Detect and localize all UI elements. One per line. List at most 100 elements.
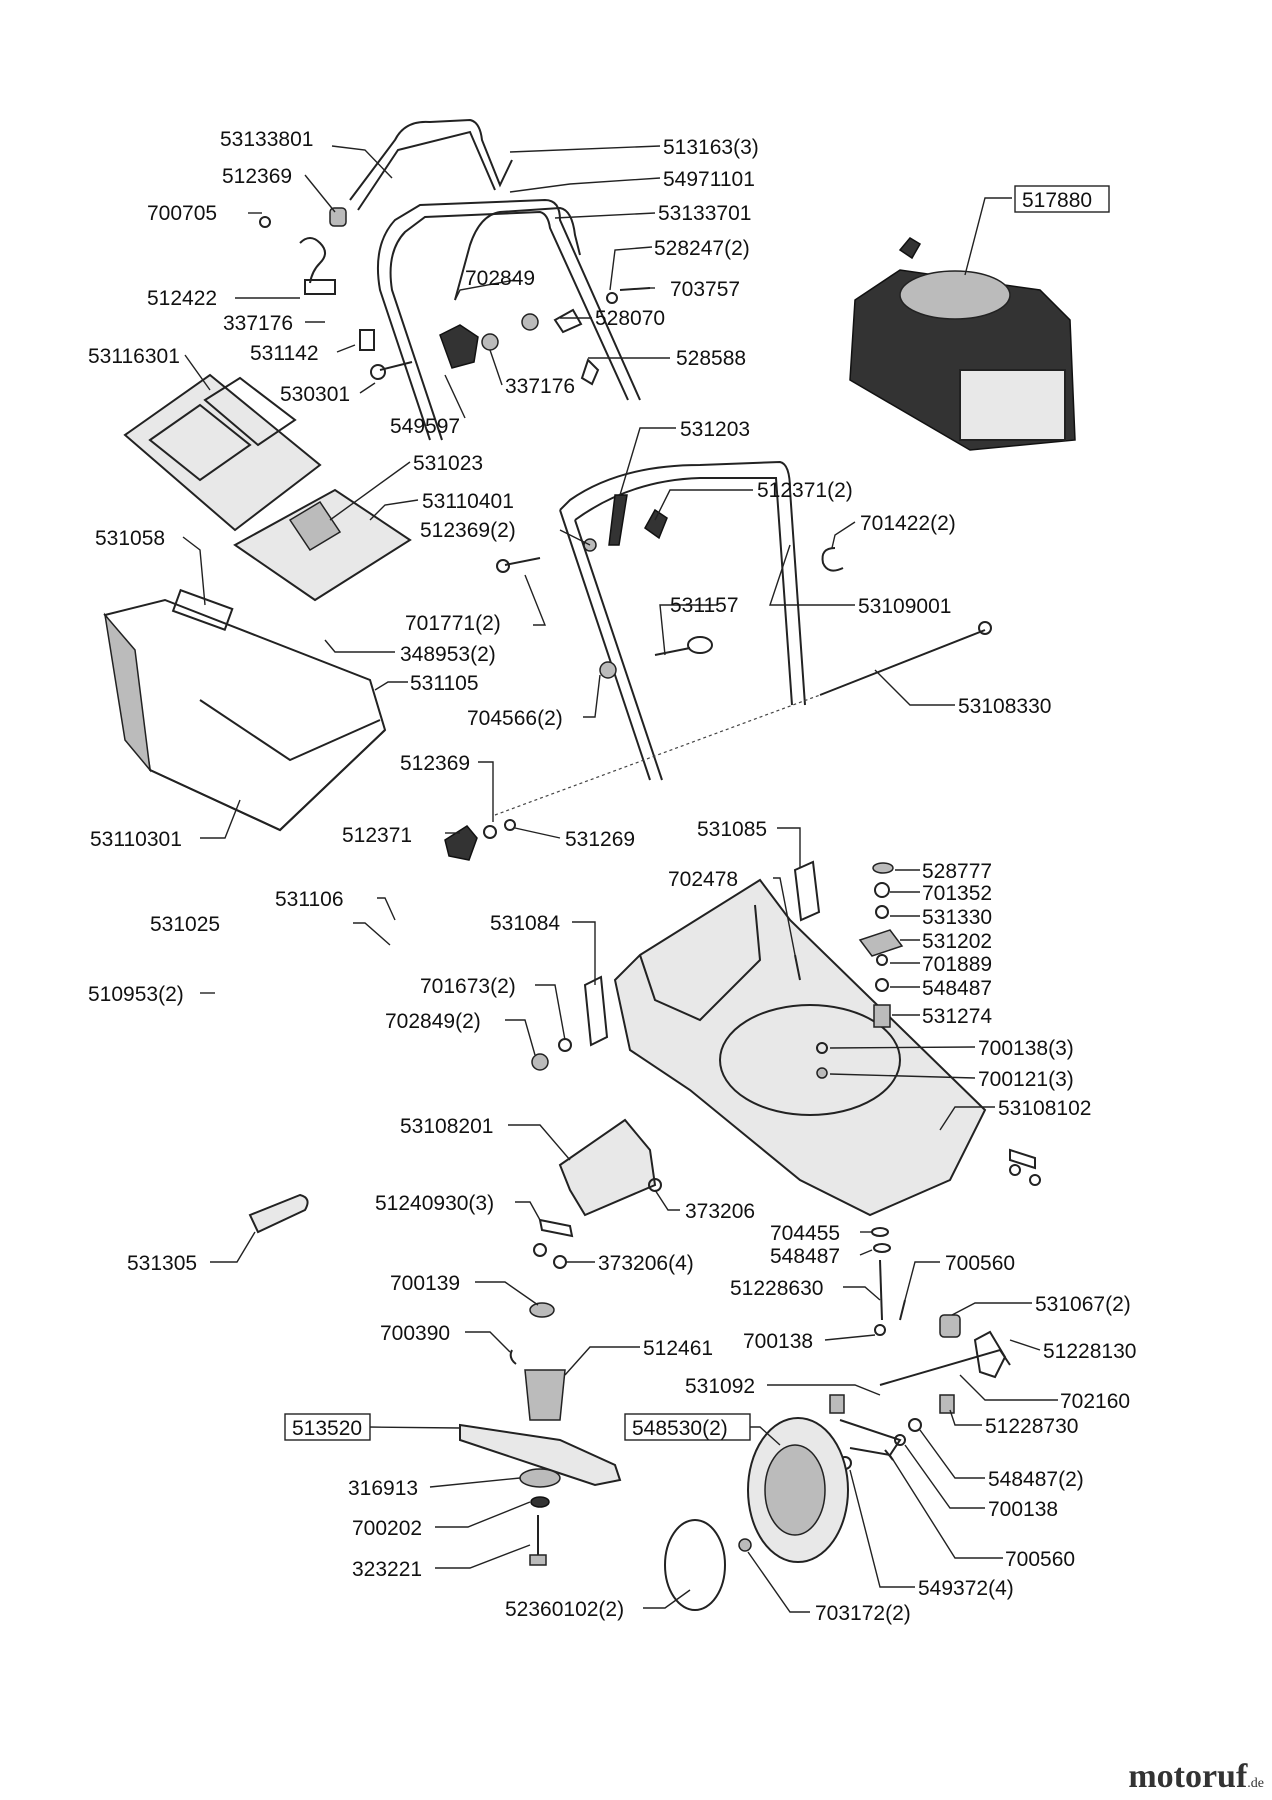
- part-label: 53133801: [220, 128, 313, 151]
- axle-53108330: [819, 629, 986, 696]
- part-label: 512371(2): [757, 479, 853, 502]
- boxed-label-frame: [284, 1413, 371, 1441]
- boxed-label: 517880: [1022, 189, 1092, 212]
- rear-flap: [558, 1118, 657, 1217]
- washer-700138-3: [816, 1042, 828, 1054]
- bag-plate-531058: [171, 588, 234, 631]
- part-label: 54971101: [663, 168, 755, 191]
- part-label: 348953(2): [400, 643, 496, 666]
- part-label: 51228730: [985, 1415, 1078, 1438]
- part-label: 531157: [670, 594, 739, 617]
- part-label: 700560: [1005, 1548, 1075, 1571]
- part-label: 700138: [988, 1498, 1058, 1521]
- washer-531269: [504, 819, 516, 831]
- nut-700121-3: [816, 1067, 828, 1079]
- part-label: 51240930(3): [375, 1192, 494, 1215]
- part-label: 704566(2): [467, 707, 563, 730]
- washer-700138-b: [874, 1324, 886, 1336]
- blade-adapter-512461: [524, 1369, 566, 1421]
- bracket-51228130: [973, 1330, 1007, 1379]
- watermark-domain: .de: [1247, 1776, 1264, 1791]
- part-label: 512461: [643, 1337, 713, 1360]
- washer-512369: [483, 825, 497, 839]
- part-label: 528247(2): [654, 237, 750, 260]
- part-label: 702849: [465, 267, 535, 290]
- part-label: 531269: [565, 828, 635, 851]
- part-label: 701422(2): [860, 512, 956, 535]
- part-label: 531305: [127, 1252, 197, 1275]
- part-label: 703172(2): [815, 1602, 911, 1625]
- bag-cover-slot-2: [203, 376, 297, 447]
- part-labels: 53133801 513163(3) 512369 54971101 70070…: [88, 128, 1136, 1625]
- part-label: 701889: [922, 953, 992, 976]
- part-label: 549372(4): [918, 1577, 1014, 1600]
- part-label: 531085: [697, 818, 767, 841]
- wheel-hub: [764, 1444, 826, 1536]
- washer-704455: [871, 1227, 889, 1237]
- watermark-logo: motoruf.de: [1128, 1758, 1264, 1796]
- part-label: 323221: [352, 1558, 422, 1581]
- washer-548487-b: [873, 1243, 891, 1253]
- part-label: 337176: [223, 312, 293, 335]
- illustrations: [103, 118, 1076, 1611]
- boxed-label-frame: [1014, 185, 1110, 213]
- bolt-703757: [619, 287, 651, 291]
- bag-cover-slot-1: [148, 403, 252, 482]
- part-label: 700390: [380, 1322, 450, 1345]
- part-label: 702849(2): [385, 1010, 481, 1033]
- bracket-531085: [793, 860, 821, 922]
- clip-700390: [509, 1349, 517, 1365]
- bolt-head-701771: [496, 559, 510, 573]
- part-label: 700139: [390, 1272, 460, 1295]
- part-label: 531274: [922, 1005, 992, 1028]
- part-label: 701771(2): [405, 612, 501, 635]
- nut-703172: [738, 1538, 752, 1552]
- engine: [849, 237, 1076, 451]
- engine-fan: [899, 270, 1011, 320]
- boxed-label: 548530(2): [632, 1417, 728, 1440]
- upper-handle-bar-inner: [357, 130, 496, 211]
- axle-dash: [494, 694, 821, 816]
- part-label: 512369: [222, 165, 292, 188]
- part-label: 373206: [685, 1200, 755, 1223]
- bracket-531084: [583, 975, 609, 1047]
- part-label: 531025: [150, 913, 220, 936]
- grass-bag-frame: [149, 699, 386, 832]
- lever-549597: [439, 324, 479, 369]
- part-label: 531202: [922, 930, 992, 953]
- bush-531067: [939, 1314, 961, 1338]
- part-label: 53133701: [658, 202, 751, 225]
- part-label: 531058: [95, 527, 165, 550]
- part-label: 528777: [922, 860, 992, 883]
- screw-373206-4b: [533, 1243, 547, 1257]
- mower-deck: [613, 878, 987, 1217]
- bush-51228730: [939, 1394, 955, 1414]
- part-label: 337176: [505, 375, 575, 398]
- bolt-702478: [794, 954, 801, 981]
- washer-548487: [875, 978, 889, 992]
- boxed-labels: 517880 513520 548530(2): [284, 185, 1110, 1441]
- part-label: 701352: [922, 882, 992, 905]
- grass-bag: [103, 598, 387, 832]
- washer-700202: [530, 1496, 550, 1508]
- spacer-531274: [873, 1004, 891, 1028]
- bag-grid: [233, 488, 412, 602]
- part-label: 512369(2): [420, 519, 516, 542]
- bolt-701771: [504, 557, 541, 566]
- deck-body: [613, 878, 987, 1217]
- lower-handle: [559, 460, 806, 706]
- part-label: 53110301: [90, 828, 182, 851]
- boxed-label: 513520: [292, 1417, 362, 1440]
- part-label: 528070: [595, 307, 665, 330]
- bolt-530301: [379, 361, 413, 371]
- knob-512371-top: [644, 508, 668, 540]
- deck-opening: [719, 1004, 901, 1116]
- part-label: 52360102(2): [505, 1598, 624, 1621]
- lower-handle-inner: [574, 477, 793, 706]
- blade-513520: [459, 1423, 622, 1487]
- part-label: 530301: [280, 383, 350, 406]
- part-label: 53109001: [858, 595, 951, 618]
- screw-b2: [1029, 1174, 1041, 1186]
- part-label: 531330: [922, 906, 992, 929]
